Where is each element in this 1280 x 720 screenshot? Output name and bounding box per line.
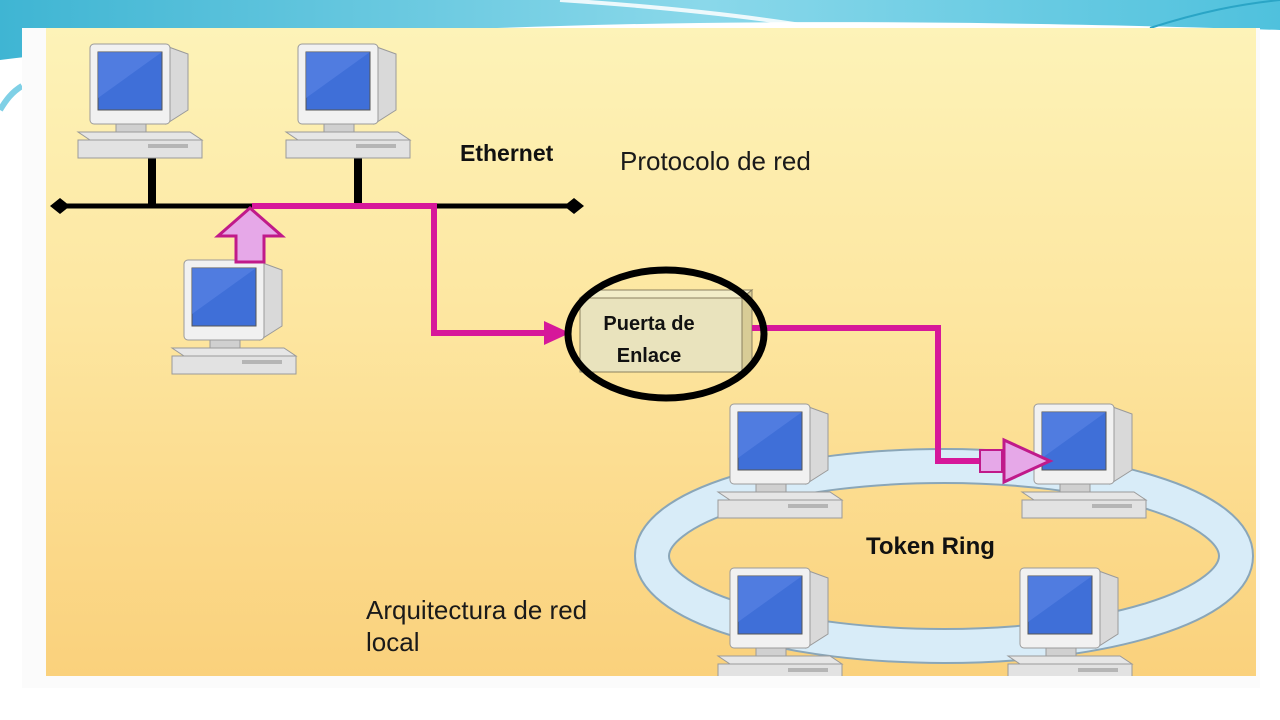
gateway-box-icon (578, 288, 754, 374)
ethernet-computer-1 (77, 43, 203, 159)
token-ring-computer-4 (1007, 567, 1133, 676)
token-arrow-icon (979, 437, 1054, 485)
top-wave-band (0, 0, 1280, 60)
gateway-label-line1: Puerta de (603, 313, 695, 335)
upload-arrow-icon (214, 206, 286, 264)
token-ring-computer-1 (717, 403, 843, 519)
gateway-label-line2: Enlace (616, 345, 682, 367)
protocol-label: Protocolo de red (620, 146, 811, 176)
data-path-from-gateway (752, 325, 981, 464)
ethernet-computer-3 (171, 259, 297, 375)
diagram-canvas (50, 43, 1254, 676)
gateway-label: Puerta de Enlace (574, 308, 724, 372)
bus-end-left (50, 198, 70, 214)
gateway-circle (564, 266, 768, 402)
pink-arrow-icon (544, 321, 570, 345)
ethernet-computer-2 (285, 43, 411, 159)
network-diagram: Ethernet Protocolo de red Puerta de Enla… (46, 28, 1256, 676)
top-wave-highlight (559, 0, 821, 30)
architecture-label-line1: Arquitectura de red (366, 595, 588, 625)
token-ring-label: Token Ring (866, 533, 995, 560)
left-edge-swoosh (0, 83, 24, 112)
top-right-swoosh (1149, 0, 1280, 29)
token-ring-computer-3 (717, 567, 843, 676)
data-path-to-gateway (252, 203, 546, 336)
ethernet-label: Ethernet (460, 140, 554, 166)
token-ring-fill (636, 450, 1252, 662)
architecture-label-line2: local (366, 627, 420, 657)
architecture-label: Arquitectura de red local (366, 594, 587, 658)
bus-end-right (564, 198, 584, 214)
